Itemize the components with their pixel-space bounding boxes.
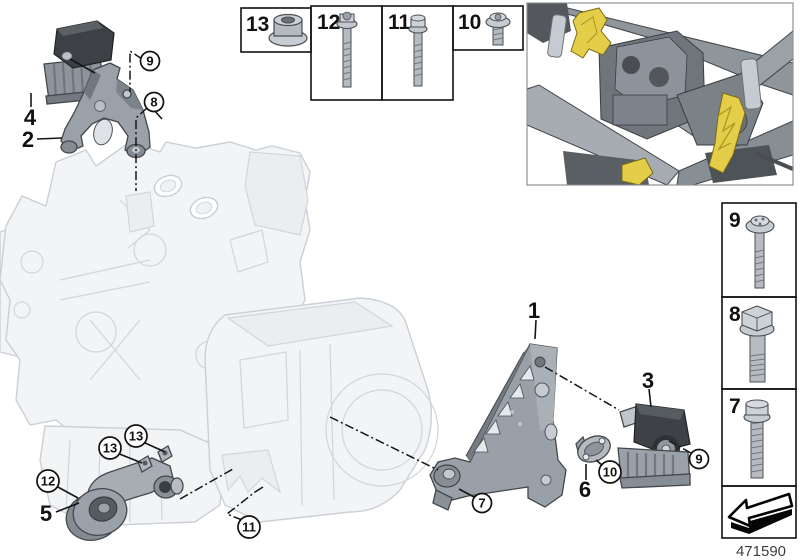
callout-7[interactable]: 7	[471, 492, 493, 514]
diagram-image-number: 471590	[736, 543, 786, 560]
fastener-cell-12[interactable]: 12	[310, 5, 383, 101]
part-label-1[interactable]: 1	[528, 298, 540, 323]
callout-9-top[interactable]: 9	[139, 50, 161, 72]
callout-12[interactable]: 12	[36, 469, 60, 493]
svg-text:9: 9	[146, 54, 153, 69]
part-5-torque-rod	[65, 445, 184, 541]
driving-direction-arrow-icon	[727, 492, 794, 534]
highlighted-transmission-bracket	[708, 92, 746, 174]
side-cell-7[interactable]: 7	[721, 388, 797, 487]
callout-13-a[interactable]: 13	[98, 436, 122, 460]
svg-text:7: 7	[478, 496, 485, 511]
part-label-5[interactable]: 5	[40, 501, 52, 526]
svg-text:10: 10	[603, 465, 617, 480]
svg-text:9: 9	[695, 452, 702, 467]
part-6-stop-plate	[575, 435, 611, 463]
side-fastener-column: 9 8	[721, 202, 797, 560]
fastener-cell-11-label: 11	[388, 11, 411, 34]
threaded-hex-bolt-icon	[743, 399, 771, 479]
fastener-cell-10-label: 10	[458, 11, 481, 34]
long-bolt-icon	[336, 11, 358, 88]
svg-text:13: 13	[103, 441, 117, 456]
side-cell-9[interactable]: 9	[721, 202, 797, 298]
callout-8-top[interactable]: 8	[143, 91, 165, 113]
svg-text:11: 11	[242, 520, 256, 535]
vehicle-location-inset	[526, 2, 794, 186]
side-cell-9-label: 9	[729, 209, 741, 232]
side-cell-7-label: 7	[729, 395, 741, 418]
flange-bolt-icon	[745, 215, 775, 289]
callout-11[interactable]: 11	[237, 515, 261, 539]
svg-text:8: 8	[150, 95, 157, 110]
side-cell-8[interactable]: 8	[721, 296, 797, 390]
part-label-2[interactable]: 2	[22, 127, 34, 152]
engine-transmission-ghost-drawing	[0, 141, 439, 527]
highlighted-torque-rod	[621, 157, 654, 185]
fastener-cell-13-label: 13	[246, 13, 269, 36]
callout-10[interactable]: 10	[598, 460, 622, 484]
part-2-engine-mount-bracket	[60, 62, 151, 159]
highlighted-engine-mount-bracket	[570, 7, 612, 59]
fastener-cell-12-label: 12	[317, 11, 340, 34]
svg-text:13: 13	[129, 429, 143, 444]
side-cell-8-label: 8	[729, 303, 741, 326]
short-flange-bolt-icon	[485, 12, 511, 46]
direction-arrow-box	[721, 485, 797, 539]
part-label-4[interactable]: 4	[24, 105, 37, 130]
hex-flange-bolt-icon	[739, 305, 775, 383]
fastener-cell-11[interactable]: 11	[381, 5, 454, 101]
leader-lines	[30, 49, 692, 521]
svg-text:12: 12	[41, 474, 55, 489]
part-1-transmission-bracket	[429, 343, 567, 511]
fastener-cell-10[interactable]: 10	[452, 5, 524, 51]
callout-13-b[interactable]: 13	[124, 424, 148, 448]
part-label-3[interactable]: 3	[642, 368, 654, 393]
flange-nut-icon	[268, 13, 308, 47]
fastener-cell-13[interactable]: 13	[240, 7, 312, 53]
callout-9-right[interactable]: 9	[688, 448, 710, 470]
fastener-table: 13 12 11	[240, 5, 524, 101]
callouts: 9 8 13 13 12 11 7 10	[36, 50, 710, 539]
long-bolt-icon	[408, 14, 428, 87]
part-number-labels: 4 2 1 3 6 5	[22, 105, 654, 526]
part-label-6[interactable]: 6	[579, 477, 591, 502]
